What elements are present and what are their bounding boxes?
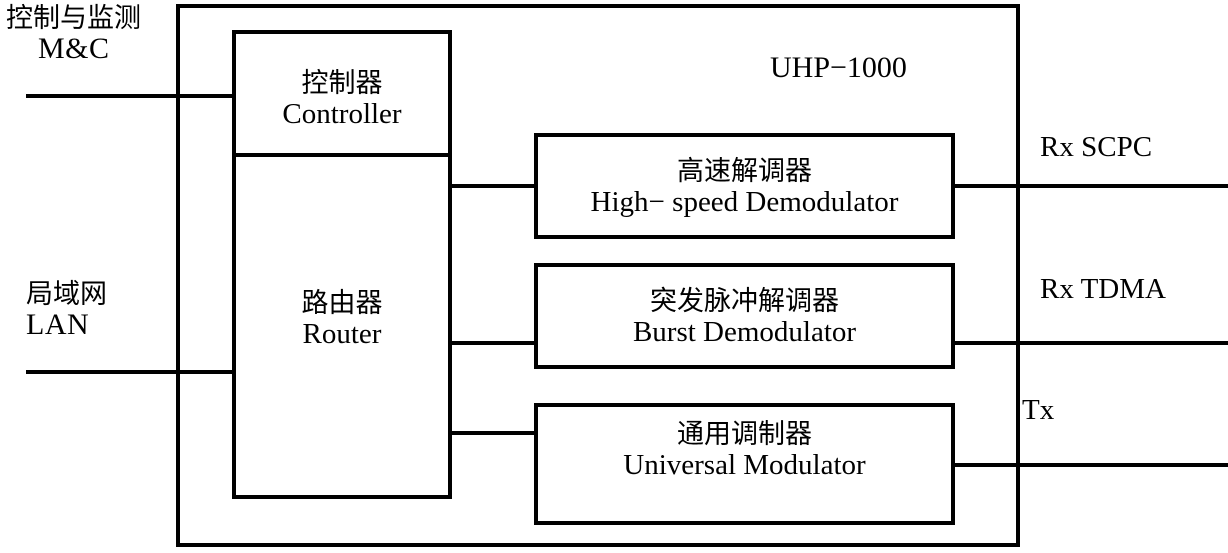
burstdemod-label-en: Burst Demodulator: [632, 316, 857, 349]
burstdemod-label-cn: 突发脉冲解调器: [650, 286, 839, 316]
burstdemod-block-label: 突发脉冲解调器 Burst Demodulator: [536, 286, 953, 349]
modulator-block-outline: [534, 403, 955, 525]
output-label-rx-scpc: Rx SCPC: [1040, 131, 1153, 163]
router-block-label: 路由器 Router: [234, 288, 450, 351]
burstdemod-block-outline: [534, 263, 955, 369]
hsdemod-block-label: 高速解调器 High− speed Demodulator: [536, 156, 953, 219]
chassis-title: UHP−1000: [770, 51, 907, 84]
input-label-lan: 局域网 LAN: [26, 279, 107, 342]
modulator-block-label: 通用调制器 Universal Modulator: [536, 419, 953, 482]
chassis-frame-outline: [176, 4, 1020, 547]
input-label-mc: 控制与监测 M&C: [6, 3, 141, 66]
output-label-tx: Tx: [1022, 394, 1055, 426]
output-label-rx-tdma: Rx TDMA: [1040, 273, 1166, 305]
router-block-outline: [232, 153, 452, 499]
modulator-label-cn: 通用调制器: [677, 419, 812, 449]
router-label-cn: 路由器: [301, 288, 383, 318]
controller-block-outline: [232, 30, 452, 157]
input-label-lan-cn: 局域网: [26, 279, 107, 309]
modulator-label-en: Universal Modulator: [623, 449, 866, 482]
controller-label-en: Controller: [282, 98, 402, 131]
router-label-en: Router: [302, 318, 382, 351]
input-label-lan-en: LAN: [26, 308, 90, 342]
controller-label-cn: 控制器: [301, 68, 383, 98]
hsdemod-label-en: High− speed Demodulator: [590, 186, 899, 219]
hsdemod-block-outline: [534, 133, 955, 239]
input-label-mc-cn: 控制与监测: [6, 3, 141, 33]
input-label-mc-en: M&C: [38, 32, 110, 66]
hsdemod-label-cn: 高速解调器: [677, 156, 812, 186]
controller-block-label: 控制器 Controller: [234, 68, 450, 131]
